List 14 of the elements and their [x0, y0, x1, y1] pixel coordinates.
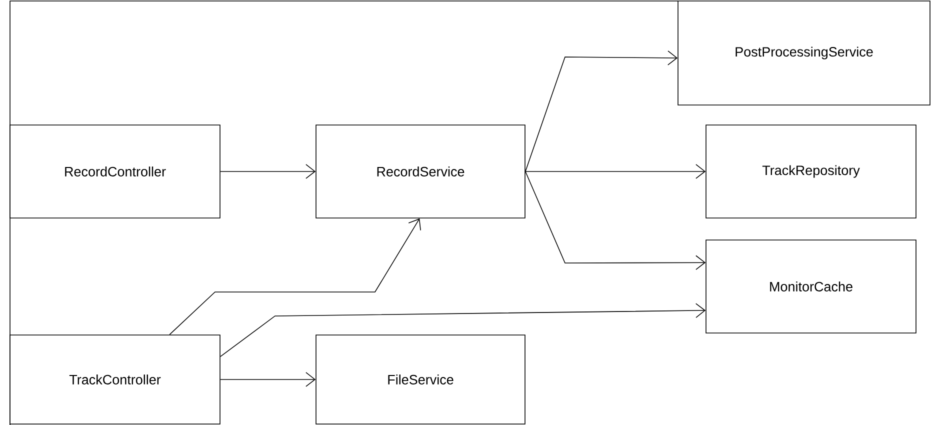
- box: MonitorCache: [706, 240, 916, 334]
- box: RecordController: [10, 124, 220, 218]
- box: TrackRepository: [706, 124, 916, 218]
- box: RecordService: [316, 124, 526, 218]
- arrow: [525, 50, 678, 172]
- arrow: [220, 303, 706, 357]
- arrow: [169, 218, 421, 335]
- arrow: [525, 164, 706, 179]
- box: TrackController: [10, 334, 220, 424]
- arrow: [525, 171, 706, 270]
- box: FileService: [316, 334, 526, 424]
- arrow: [220, 372, 316, 387]
- arrow: [220, 164, 316, 179]
- box: PostProcessingService: [678, 0, 930, 106]
